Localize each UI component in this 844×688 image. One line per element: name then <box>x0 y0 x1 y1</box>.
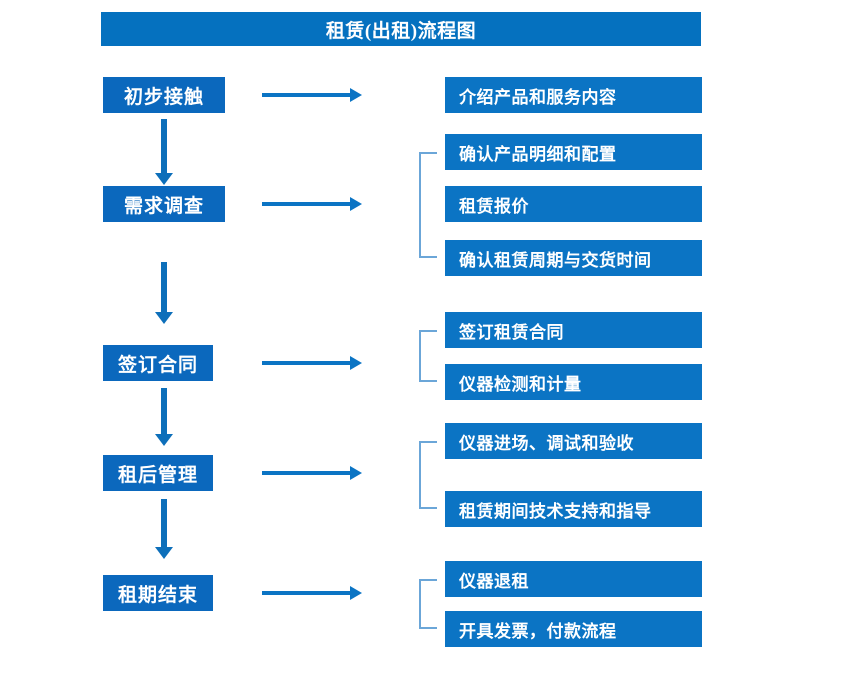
arrow-right-3 <box>262 356 362 370</box>
detail-box-4-2[interactable]: 租赁期间技术支持和指导 <box>445 491 702 527</box>
arrow-head <box>155 434 173 446</box>
bracket-connector-2 <box>419 152 437 258</box>
arrow-right-4 <box>262 466 362 480</box>
page-title: 租赁(出租)流程图 <box>101 12 701 46</box>
arrow-right-5 <box>262 586 362 600</box>
detail-box-2-3[interactable]: 确认租赁周期与交货时间 <box>445 240 702 276</box>
bracket-connector-4 <box>419 441 437 509</box>
arrow-head <box>155 173 173 185</box>
arrow-shaft <box>161 499 167 547</box>
detail-box-5-2[interactable]: 开具发票，付款流程 <box>445 611 702 647</box>
detail-box-5-1[interactable]: 仪器退租 <box>445 561 702 597</box>
arrow-shaft <box>161 388 167 434</box>
arrow-shaft <box>161 262 167 312</box>
arrow-head <box>155 312 173 324</box>
stage-box-3[interactable]: 签订合同 <box>103 345 213 381</box>
arrow-shaft <box>262 202 350 206</box>
arrow-down-4 <box>155 499 173 559</box>
stage-box-5[interactable]: 租期结束 <box>103 575 213 611</box>
arrow-head <box>350 466 362 480</box>
detail-box-1-1[interactable]: 介绍产品和服务内容 <box>445 77 702 113</box>
detail-box-2-2[interactable]: 租赁报价 <box>445 186 702 222</box>
arrow-shaft <box>262 361 350 365</box>
arrow-shaft <box>262 93 350 97</box>
arrow-right-1 <box>262 88 362 102</box>
stage-box-1[interactable]: 初步接触 <box>103 77 225 113</box>
detail-box-4-1[interactable]: 仪器进场、调试和验收 <box>445 423 702 459</box>
arrow-down-1 <box>155 119 173 185</box>
bracket-connector-3 <box>419 330 437 382</box>
arrow-right-2 <box>262 197 362 211</box>
bracket-connector-5 <box>419 579 437 629</box>
arrow-shaft <box>262 471 350 475</box>
arrow-down-2 <box>155 262 173 324</box>
detail-box-3-2[interactable]: 仪器检测和计量 <box>445 364 702 400</box>
detail-box-2-1[interactable]: 确认产品明细和配置 <box>445 134 702 170</box>
stage-box-2[interactable]: 需求调查 <box>103 186 225 222</box>
detail-box-3-1[interactable]: 签订租赁合同 <box>445 312 702 348</box>
arrow-head <box>350 356 362 370</box>
arrow-shaft <box>262 591 350 595</box>
arrow-head <box>155 547 173 559</box>
arrow-shaft <box>161 119 167 173</box>
stage-box-4[interactable]: 租后管理 <box>103 455 213 491</box>
arrow-head <box>350 197 362 211</box>
arrow-head <box>350 88 362 102</box>
arrow-down-3 <box>155 388 173 446</box>
arrow-head <box>350 586 362 600</box>
